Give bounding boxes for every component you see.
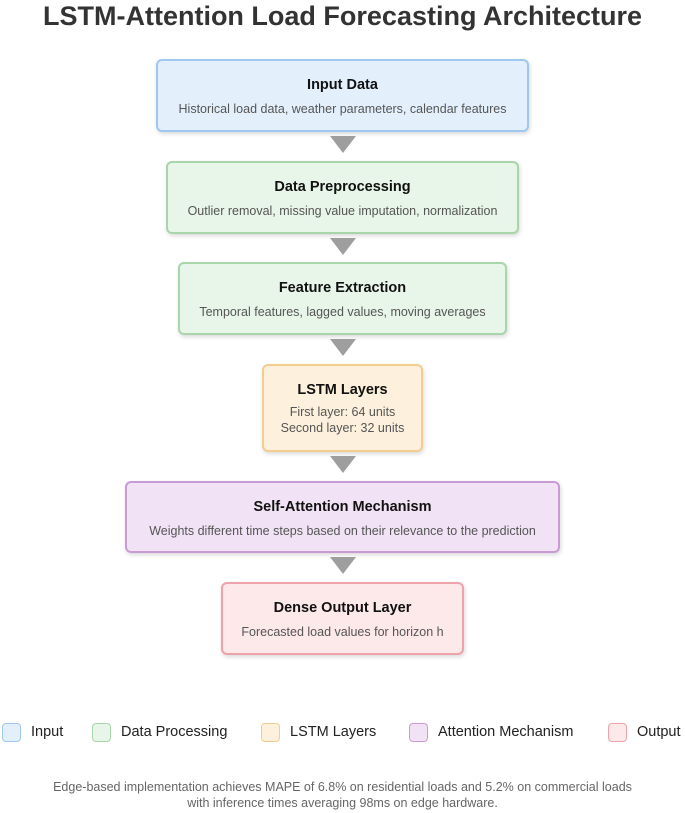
feature-extraction-desc: Temporal features, lagged values, moving… — [199, 305, 486, 319]
input-data-desc: Historical load data, weather parameters… — [178, 102, 507, 116]
legend-item-data-processing: Data Processing — [92, 721, 227, 743]
footer-line-1: Edge-based implementation achieves MAPE … — [53, 780, 632, 794]
feature-extraction-box: Feature Extraction Temporal features, la… — [178, 262, 507, 335]
legend-swatch-data-processing — [92, 722, 111, 742]
data-preprocessing-title: Data Preprocessing — [274, 179, 411, 195]
legend-item-input: Input — [2, 721, 63, 743]
lstm-layers-line-2: Second layer: 32 units — [280, 421, 405, 435]
self-attention-box: Self-Attention Mechanism Weights differe… — [125, 481, 560, 553]
legend-item-output: Output — [608, 721, 681, 743]
input-data-box: Input Data Historical load data, weather… — [156, 59, 529, 132]
dense-output-desc: Forecasted load values for horizon h — [241, 625, 444, 639]
legend-swatch-input — [2, 722, 21, 742]
flow-arrow-4 — [330, 456, 356, 473]
flow-arrow-3 — [330, 339, 356, 356]
dense-output-box: Dense Output Layer Forecasted load value… — [221, 582, 464, 655]
feature-extraction-title: Feature Extraction — [278, 280, 407, 296]
legend-label-data-processing: Data Processing — [121, 724, 228, 740]
lstm-layers-line-1: First layer: 64 units — [289, 405, 396, 419]
diagram-title: LSTM-Attention Load Forecasting Architec… — [42, 1, 643, 31]
legend: Input Data Processing LSTM Layers Attent… — [0, 721, 685, 743]
flow-arrow-1 — [330, 136, 356, 153]
legend-label-output: Output — [637, 724, 681, 740]
footer-line-2: with inference times averaging 98ms on e… — [187, 796, 498, 810]
legend-item-attention: Attention Mechanism — [409, 721, 573, 743]
flow-arrow-5 — [330, 557, 356, 574]
legend-swatch-lstm-layers — [261, 722, 280, 742]
data-preprocessing-box: Data Preprocessing Outlier removal, miss… — [166, 161, 519, 234]
lstm-layers-title: LSTM Layers — [297, 382, 388, 398]
legend-swatch-output — [608, 722, 627, 742]
input-data-title: Input Data — [307, 77, 378, 93]
dense-output-title: Dense Output Layer — [273, 600, 412, 616]
lstm-layers-box: LSTM Layers First layer: 64 units Second… — [262, 364, 423, 452]
self-attention-desc: Weights different time steps based on th… — [149, 524, 536, 538]
self-attention-title: Self-Attention Mechanism — [253, 499, 432, 515]
legend-label-lstm-layers: LSTM Layers — [290, 724, 377, 740]
legend-label-input: Input — [31, 724, 64, 740]
legend-label-attention: Attention Mechanism — [438, 724, 574, 740]
legend-item-lstm-layers: LSTM Layers — [261, 721, 376, 743]
data-preprocessing-desc: Outlier removal, missing value imputatio… — [187, 204, 498, 218]
legend-swatch-attention — [409, 722, 428, 742]
flow-arrow-2 — [330, 238, 356, 255]
footer-note: Edge-based implementation achieves MAPE … — [0, 779, 685, 811]
